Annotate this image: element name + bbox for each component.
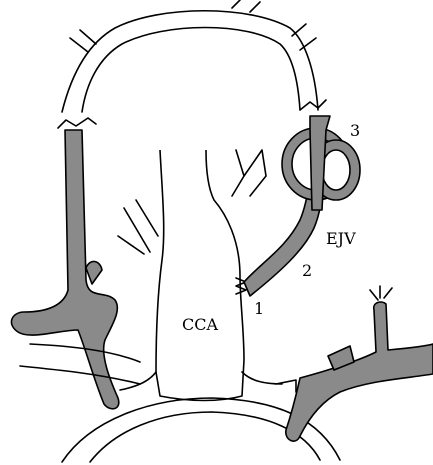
- label-ejv: EJV: [326, 229, 356, 248]
- left-vein: [11, 118, 118, 409]
- right-lower-vein: [286, 286, 433, 441]
- label-point-1: 1: [254, 299, 264, 318]
- label-point-3: 3: [350, 121, 360, 140]
- label-point-2: 2: [302, 261, 312, 280]
- label-cca: CCA: [182, 315, 218, 334]
- upper-arch-vessel: [62, 0, 318, 112]
